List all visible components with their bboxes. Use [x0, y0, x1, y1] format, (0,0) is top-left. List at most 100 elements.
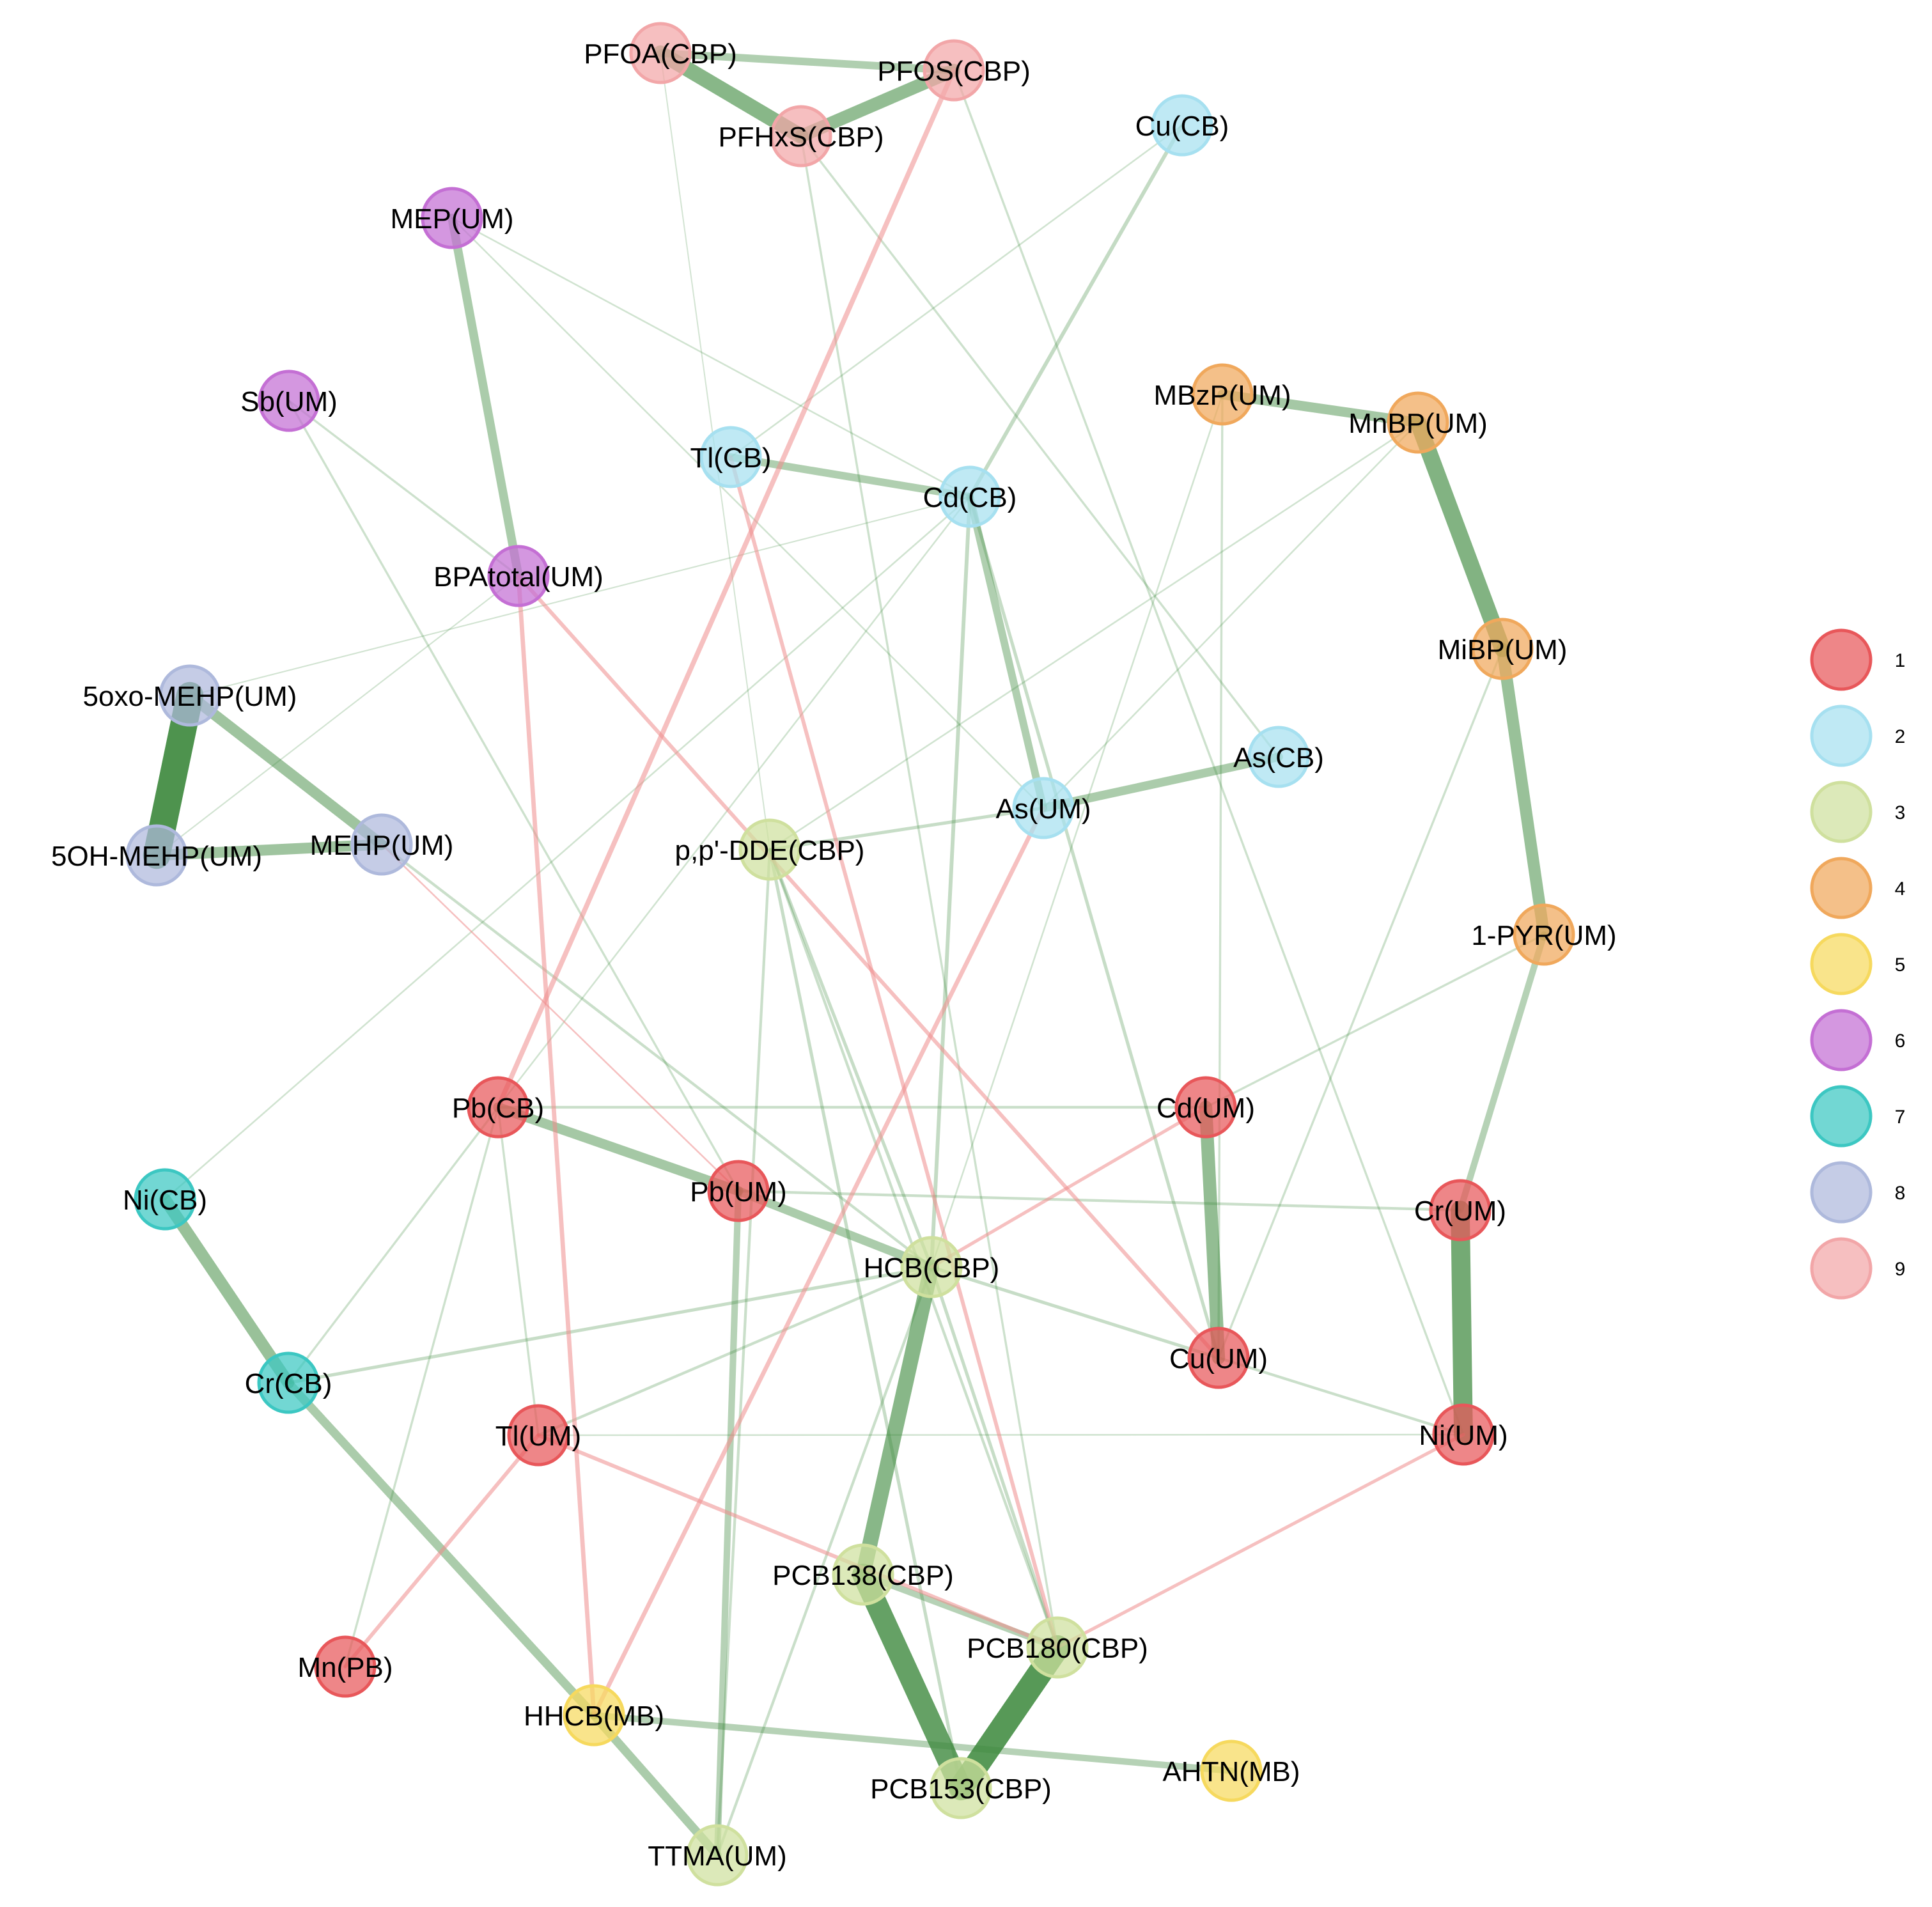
legend-item: 2 — [1810, 704, 1905, 767]
node-circle — [507, 1404, 570, 1467]
legend-swatch — [1810, 933, 1873, 995]
node-label: BPAtotal(UM) — [433, 561, 604, 593]
node-label: Cu(CB) — [1135, 111, 1229, 142]
node-circle — [1191, 363, 1254, 426]
legend-item: 7 — [1810, 1085, 1906, 1148]
edge-PFOA-PFOS — [657, 49, 958, 74]
node-label: Ni(UM) — [1419, 1420, 1507, 1451]
node-AsUM: As(UM) — [995, 777, 1091, 839]
edge-TlCB-PCB180 — [729, 455, 1059, 1649]
node-label: Mn(PB) — [297, 1652, 393, 1683]
node-HHCB: HHCB(MB) — [524, 1684, 664, 1747]
node-circle — [832, 1543, 894, 1606]
legend-label: 9 — [1895, 1259, 1906, 1280]
node-CrUM: Cr(UM) — [1414, 1179, 1506, 1241]
edge-PbCB-TlUM — [497, 1106, 540, 1436]
node-CdCB: Cd(CB) — [923, 465, 1017, 528]
edge-MEP-CdCB — [451, 217, 971, 498]
node-MEHP: MEHP(UM) — [310, 813, 453, 876]
edge-NiUM-PCB180 — [1056, 1433, 1465, 1649]
node-label: PCB138(CBP) — [772, 1560, 954, 1591]
legend-item: 1 — [1810, 628, 1905, 691]
edge-TlUM-PCB180 — [536, 1433, 1059, 1649]
node-circle — [563, 1684, 625, 1747]
node-label: MBzP(UM) — [1153, 380, 1291, 411]
edge-CdUM-HCB — [930, 1105, 1208, 1269]
edge-DDE-TTMA — [715, 848, 772, 1857]
node-circle — [699, 426, 762, 488]
legend-label: 4 — [1895, 878, 1906, 899]
node-circle — [1026, 1616, 1089, 1679]
node-MiBP: MiBP(UM) — [1438, 618, 1567, 680]
legend-label: 7 — [1895, 1107, 1906, 1128]
legend-swatch — [1810, 857, 1873, 919]
node-PFHxS: PFHxS(CBP) — [718, 105, 884, 167]
node-label: Tl(UM) — [495, 1421, 581, 1452]
node-circle — [487, 545, 550, 607]
node-TlCB: Tl(CB) — [690, 426, 772, 488]
edge-CrUM-NiUM — [1451, 1201, 1473, 1444]
edge-SbUM-BPA — [288, 400, 520, 577]
edge-PFOS-NiUM — [953, 69, 1465, 1436]
edge-NiCB-CrCB — [159, 1193, 295, 1389]
edge-MiBP-PYR — [1496, 642, 1550, 941]
node-circle — [467, 1076, 529, 1139]
node-BPA: BPAtotal(UM) — [433, 545, 604, 607]
edge-CuUM-MBzP — [1217, 393, 1224, 1359]
node-circle — [257, 1351, 320, 1414]
edge-PbUM-TTMA — [713, 1187, 742, 1859]
edge-CuUM-NiUM — [1217, 1356, 1465, 1436]
node-PFOS: PFOS(CBP) — [877, 39, 1031, 102]
legend-swatch — [1810, 1085, 1873, 1148]
node-circle — [159, 664, 221, 727]
edge-AsUM-HHCB — [591, 806, 1046, 1718]
node-label: 5oxo-MEHP(UM) — [83, 681, 297, 712]
node-circle — [629, 22, 692, 84]
node-label: MEP(UM) — [390, 203, 513, 235]
edge-PbCB-PbUM — [493, 1102, 744, 1196]
node-5OH: 5OH-MEHP(UM) — [51, 824, 262, 887]
node-CuUM: Cu(UM) — [1169, 1327, 1268, 1389]
legend-item: 8 — [1810, 1161, 1905, 1224]
edge-HCB-PCB180 — [930, 1265, 1059, 1649]
edge-5OH-MEHP — [151, 839, 387, 861]
legend-label: 3 — [1895, 802, 1906, 823]
node-circle — [1513, 903, 1575, 966]
node-label: AHTN(MB) — [1162, 1756, 1300, 1787]
edge-DDE-PCB153 — [768, 848, 963, 1790]
node-label: MnBP(UM) — [1348, 408, 1488, 439]
nodes-layer: PFOA(CBP)PFOS(CBP)PFHxS(CBP)Cu(CB)MEP(UM… — [51, 22, 1617, 1887]
node-label: Cd(UM) — [1157, 1093, 1255, 1124]
legend-swatch — [1810, 1161, 1873, 1224]
node-circle — [421, 187, 483, 249]
edge-TlCB-CdCB — [727, 453, 974, 501]
edge-MBzP-MnBP — [1217, 389, 1423, 428]
node-TTMA: TTMA(UM) — [648, 1824, 787, 1887]
edge-PbCB-MnPB — [344, 1106, 499, 1668]
node-MEP: MEP(UM) — [390, 187, 514, 249]
node-PbCB: Pb(CB) — [452, 1076, 544, 1139]
node-label: HCB(CBP) — [864, 1252, 1000, 1284]
node-circle — [738, 818, 801, 881]
node-circle — [930, 1757, 992, 1819]
node-AHTN: AHTN(MB) — [1162, 1740, 1300, 1802]
node-circle — [1432, 1403, 1495, 1466]
node-label: p,p'-DDE(CBP) — [675, 835, 865, 866]
edge-CdCB-PbCB — [497, 495, 971, 1109]
node-NiCB: Ni(CB) — [123, 1168, 207, 1231]
edge-MnBP-AsUM — [1042, 421, 1419, 809]
legend-swatch — [1810, 1009, 1873, 1071]
edge-BPA-HHCB — [516, 573, 596, 1718]
node-circle — [1387, 391, 1449, 454]
edge-HCB-CuUM — [930, 1265, 1220, 1360]
edge-HCB-PCB138 — [855, 1259, 939, 1582]
node-circle — [134, 1168, 196, 1231]
edge-CdCB-AsUM — [966, 493, 1047, 812]
edge-PbUM-CrUM — [736, 1189, 1462, 1212]
node-circle — [1151, 94, 1213, 157]
node-PYR: 1-PYR(UM) — [1471, 903, 1617, 966]
edge-PbCB-CrCB — [287, 1106, 499, 1384]
edge-DDE-HCB — [768, 848, 933, 1269]
node-PCB138: PCB138(CBP) — [772, 1543, 954, 1606]
node-label: Pb(CB) — [452, 1093, 544, 1124]
